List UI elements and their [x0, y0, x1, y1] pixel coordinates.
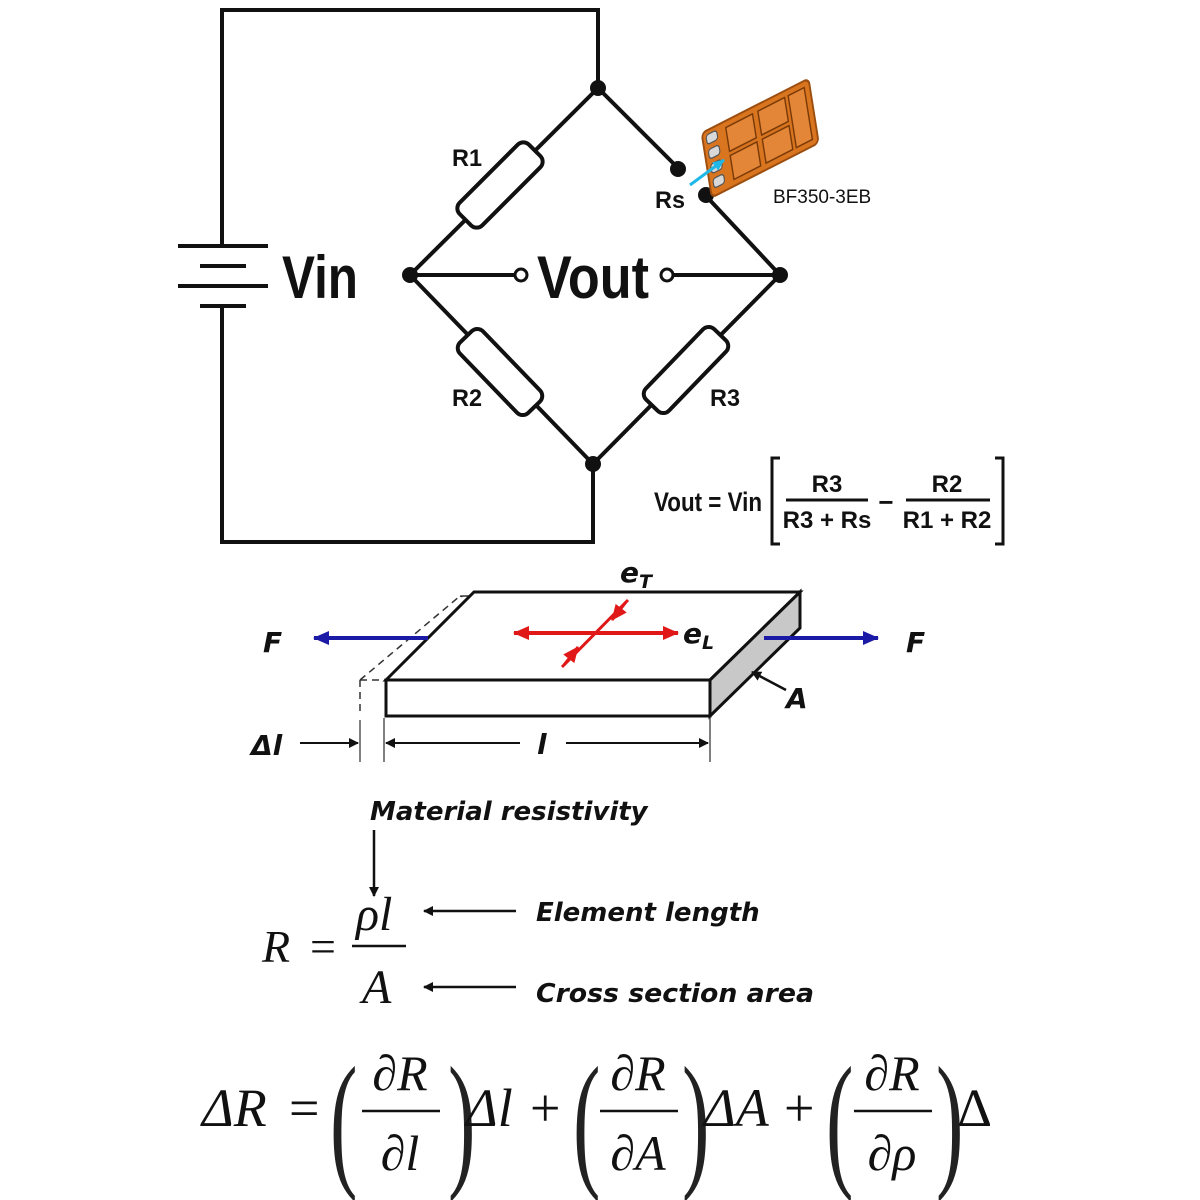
sensor-pointer-arrow — [689, 158, 725, 187]
area-denominator: A — [359, 961, 392, 1014]
r1-label: R1 — [452, 145, 482, 172]
transverse-strain-arrow-top — [610, 601, 628, 621]
node-top — [590, 80, 606, 96]
term3-numerator: ∂R — [864, 1045, 919, 1101]
frac1-denominator: R3 + Rs — [783, 507, 872, 534]
longitudinal-strain-label: eL — [683, 617, 714, 654]
wire-top — [220, 8, 600, 246]
r-symbol: R — [261, 921, 290, 972]
rs-label: Rs — [655, 187, 685, 214]
term2-numerator: ∂R — [610, 1045, 665, 1101]
strain-gauge-chip-image — [701, 79, 819, 197]
paren-open-2: ( — [573, 1037, 600, 1200]
paren-close-1: ) — [448, 1037, 475, 1200]
delta-r-lhs: ΔR — [200, 1078, 267, 1138]
plus-1: + — [530, 1078, 560, 1138]
formula-minus: − — [878, 487, 893, 517]
delta-l-label: Δl — [249, 729, 283, 762]
paren-close-3: ) — [936, 1037, 963, 1200]
strain-element: F F eT eL A Δl l — [249, 556, 925, 762]
resistance-formula: Material resistivity R = ρl A Element le… — [261, 797, 814, 1014]
term2-factor: ΔA — [702, 1078, 770, 1138]
r2-label: R2 — [452, 385, 482, 412]
rs-terminal-1 — [670, 161, 686, 177]
node-left — [402, 267, 418, 283]
plus-2: + — [784, 1078, 814, 1138]
vout-label: Vout — [537, 244, 649, 311]
transverse-strain-arrow-bottom — [562, 646, 580, 666]
area-annotation: Cross section area — [536, 979, 814, 1009]
frac2-numerator: R2 — [932, 471, 963, 498]
resistor-r3 — [641, 324, 731, 416]
resistor-r2 — [455, 326, 545, 418]
vout-formula: Vout = Vin R3 R3 + Rs − R2 R1 + R2 — [654, 456, 1005, 546]
paren-open-3: ( — [826, 1037, 853, 1200]
formula-lhs: Vout = Vin — [654, 487, 762, 517]
arm-rs-bottom — [704, 194, 782, 277]
vin-label: Vin — [282, 244, 358, 311]
node-right — [772, 267, 788, 283]
area-label: A — [784, 682, 808, 715]
vout-terminal-right — [659, 267, 675, 283]
resistor-r1 — [455, 140, 545, 230]
term1-numerator: ∂R — [372, 1045, 427, 1101]
term3-denominator: ∂ρ — [868, 1125, 917, 1181]
length-label: l — [537, 728, 547, 761]
term3-factor-cut: ∆ — [958, 1078, 991, 1138]
r3-label: R3 — [710, 385, 740, 412]
length-annotation: Element length — [536, 898, 760, 928]
bracket-right — [995, 456, 1005, 546]
delta-equals: = — [289, 1078, 319, 1138]
paren-close-2: ) — [682, 1037, 709, 1200]
delta-r-formula: ΔR = ( ∂R ∂l ) Δl + ( ∂R ∂A ) ΔA + ( ∂R … — [200, 1037, 991, 1200]
wire-bottom — [220, 308, 595, 544]
vout-terminal-left — [513, 267, 529, 283]
area-pointer — [751, 670, 787, 692]
transverse-strain-label: eT — [620, 556, 654, 593]
equals-symbol: = — [310, 921, 336, 972]
paren-open-1: ( — [330, 1037, 357, 1200]
bridge-circuit — [178, 8, 782, 544]
frac1-numerator: R3 — [812, 471, 843, 498]
term1-denominator: ∂l — [381, 1125, 420, 1181]
bracket-left — [770, 456, 780, 546]
force-right-label: F — [906, 626, 925, 659]
force-left-label: F — [263, 626, 282, 659]
term1-factor: Δl — [464, 1078, 513, 1138]
resistivity-annotation: Material resistivity — [370, 797, 649, 827]
nodes — [402, 80, 788, 472]
resistors — [455, 140, 731, 418]
rho-l-numerator: ρl — [354, 888, 392, 941]
slab-front-face — [384, 678, 712, 718]
frac2-denominator: R1 + R2 — [903, 507, 992, 534]
arm-rs-top — [596, 86, 680, 170]
node-bottom — [585, 456, 601, 472]
sensor-model-label: BF350-3EB — [773, 187, 871, 208]
term2-denominator: ∂A — [610, 1125, 666, 1181]
